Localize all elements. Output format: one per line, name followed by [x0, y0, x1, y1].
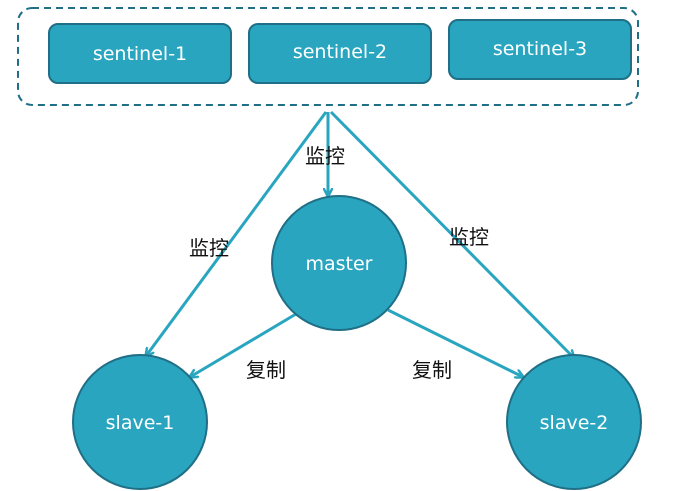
- slave-node-1: slave-1: [72, 354, 208, 490]
- sentinel-node-3: sentinel-3: [448, 19, 632, 80]
- sentinel-node-2-label: sentinel-2: [293, 41, 387, 63]
- master-node: master: [271, 195, 407, 331]
- edge-replicate-slave2: [387, 308, 523, 377]
- sentinel-node-1: sentinel-1: [48, 23, 232, 84]
- slave-node-2: slave-2: [506, 354, 642, 490]
- sentinel-group-border: [17, 7, 639, 106]
- sentinel-node-1-label: sentinel-1: [93, 43, 187, 65]
- slave-node-2-label: slave-2: [540, 412, 609, 434]
- edge-monitor-slave2: [329, 110, 574, 358]
- master-node-label: master: [305, 253, 372, 275]
- sentinel-node-3-label: sentinel-3: [493, 38, 587, 60]
- sentinel-node-2: sentinel-2: [248, 23, 432, 84]
- slave-node-1-label: slave-1: [106, 412, 175, 434]
- edge-replicate-slave1: [190, 312, 297, 377]
- edge-label-monitor-slave1: 监控: [189, 236, 229, 260]
- edge-label-monitor-master: 监控: [305, 144, 345, 168]
- edge-label-replicate-slave2: 复制: [412, 358, 452, 382]
- edge-label-replicate-slave1: 复制: [246, 358, 286, 382]
- edge-label-monitor-slave2: 监控: [449, 225, 489, 249]
- edge-monitor-slave1: [146, 111, 328, 356]
